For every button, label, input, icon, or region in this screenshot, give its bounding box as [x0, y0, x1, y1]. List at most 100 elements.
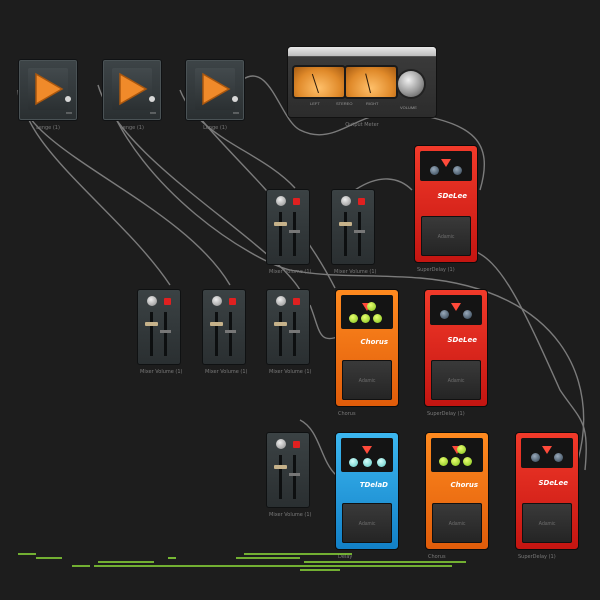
mute-led[interactable] — [293, 298, 300, 305]
cable — [309, 304, 341, 340]
gain-knob[interactable] — [341, 196, 351, 206]
pedal-name: SDeLee — [538, 479, 568, 487]
footswitch[interactable]: Adamic — [421, 216, 471, 256]
pedal-name: SDeLee — [437, 192, 467, 200]
player-tiny-label: xxx — [150, 110, 156, 115]
fader-handle[interactable] — [274, 222, 287, 226]
player-label: Lenge (1) — [120, 125, 144, 131]
pedal-knob[interactable] — [349, 314, 358, 323]
mixer-fader-4[interactable]: Mixer Volume (1) — [202, 289, 248, 375]
fader-label: Mixer Volume (1) — [205, 369, 248, 375]
meter-left-caption: LEFT — [310, 101, 320, 106]
pedal-knob[interactable] — [463, 457, 472, 466]
player-module-1[interactable]: xxx Lenge (1) — [18, 59, 78, 131]
meter-label: Output Meter — [345, 122, 379, 128]
play-icon — [35, 72, 64, 106]
delay-pedal-1[interactable]: SDeLee Adamic SuperDelay (1) — [414, 145, 478, 273]
mixer-fader-5[interactable]: Mixer Volume (1) — [266, 289, 312, 375]
mixer-fader-2[interactable]: Mixer Volume (1) — [331, 189, 377, 275]
fader-label: Mixer Volume (1) — [269, 512, 312, 518]
fader-handle[interactable] — [210, 322, 223, 326]
chorus-pedal-2[interactable]: Chorus Adamic Chorus — [425, 432, 489, 560]
indicator-icon — [232, 96, 238, 102]
pedal-knob[interactable] — [377, 458, 386, 467]
delay-pedal-2[interactable]: SDeLee Adamic SuperDelay (1) — [424, 289, 488, 417]
cable — [104, 93, 585, 461]
play-icon — [119, 72, 148, 106]
mixer-fader-1[interactable]: Mixer Volume (1) — [266, 189, 312, 275]
mute-led[interactable] — [293, 441, 300, 448]
gain-knob[interactable] — [212, 296, 222, 306]
footswitch[interactable]: Adamic — [342, 503, 392, 543]
cable — [471, 249, 587, 471]
play-icon — [202, 72, 231, 106]
mute-led[interactable] — [293, 198, 300, 205]
delay-pedal-4[interactable]: SDeLee Adamic SuperDelay (1) — [515, 432, 579, 560]
delay-pedal-3[interactable]: TDelaD Adamic Delay — [335, 432, 399, 560]
gain-knob[interactable] — [147, 296, 157, 306]
pedal-knob[interactable] — [363, 458, 372, 467]
pedal-name: TDelaD — [359, 481, 388, 489]
brand-logo-icon — [362, 446, 372, 454]
fader-handle[interactable] — [339, 222, 352, 226]
pedal-knob[interactable] — [451, 457, 460, 466]
mute-led[interactable] — [164, 298, 171, 305]
pedal-knob[interactable] — [554, 453, 563, 462]
pedal-label: SuperDelay (1) — [427, 411, 465, 417]
pedal-knob[interactable] — [373, 314, 382, 323]
vu-meter-right — [346, 67, 396, 97]
pedal-knob[interactable] — [440, 310, 449, 319]
meter-title-bar — [288, 47, 436, 56]
meter-center-caption: STEREO — [336, 101, 353, 106]
pedal-name: Chorus — [450, 481, 478, 489]
footswitch[interactable]: Adamic — [432, 503, 482, 543]
indicator-icon — [65, 96, 71, 102]
knob-caption: VOLUME — [400, 105, 417, 110]
pedal-label: Delay — [338, 554, 353, 560]
gain-knob[interactable] — [276, 439, 286, 449]
player-module-2[interactable]: xxx Lenge (1) — [102, 59, 162, 131]
chorus-pedal-1[interactable]: Chorus Adamic Chorus — [335, 289, 399, 417]
player-tiny-label: xxx — [66, 110, 72, 115]
pedal-knob[interactable] — [439, 457, 448, 466]
brand-logo-icon — [451, 303, 461, 311]
player-tiny-label: xxx — [233, 110, 239, 115]
fader-handle[interactable] — [274, 465, 287, 469]
volume-knob[interactable] — [398, 71, 424, 97]
footswitch[interactable]: Adamic — [431, 360, 481, 400]
pedal-knob[interactable] — [349, 458, 358, 467]
player-module-3[interactable]: xxx Lenge (1) — [185, 59, 245, 131]
output-meter[interactable]: LEFT STEREO RIGHT VOLUME Output Meter — [287, 46, 437, 128]
fader-label: Mixer Volume (1) — [334, 269, 377, 275]
vu-meter-left — [294, 67, 344, 97]
cable — [299, 419, 337, 476]
mixer-fader-3[interactable]: Mixer Volume (1) — [137, 289, 183, 375]
player-label: Lenge (1) — [36, 125, 60, 131]
pedal-knob[interactable] — [531, 453, 540, 462]
pedal-knob[interactable] — [361, 314, 370, 323]
fader-label: Mixer Volume (1) — [269, 369, 312, 375]
cable — [241, 75, 485, 191]
indicator-icon — [149, 96, 155, 102]
fader-label: Mixer Volume (1) — [269, 269, 312, 275]
pedal-knob[interactable] — [453, 166, 462, 175]
footswitch[interactable]: Adamic — [342, 360, 392, 400]
brand-logo-icon — [441, 159, 451, 167]
footswitch[interactable]: Adamic — [522, 503, 572, 543]
pedal-knob[interactable] — [463, 310, 472, 319]
gain-knob[interactable] — [276, 296, 286, 306]
mixer-fader-6[interactable]: Mixer Volume (1) — [266, 432, 312, 518]
player-label: Lenge (1) — [203, 125, 227, 131]
pedal-knob[interactable] — [430, 166, 439, 175]
fader-handle[interactable] — [274, 322, 287, 326]
pedal-knob[interactable] — [457, 445, 466, 454]
fader-handle[interactable] — [145, 322, 158, 326]
gain-knob[interactable] — [276, 196, 286, 206]
meter-right-caption: RIGHT — [366, 101, 379, 106]
mute-led[interactable] — [358, 198, 365, 205]
cable — [351, 178, 413, 193]
pedal-knob[interactable] — [367, 302, 376, 311]
brand-logo-icon — [542, 446, 552, 454]
mute-led[interactable] — [229, 298, 236, 305]
